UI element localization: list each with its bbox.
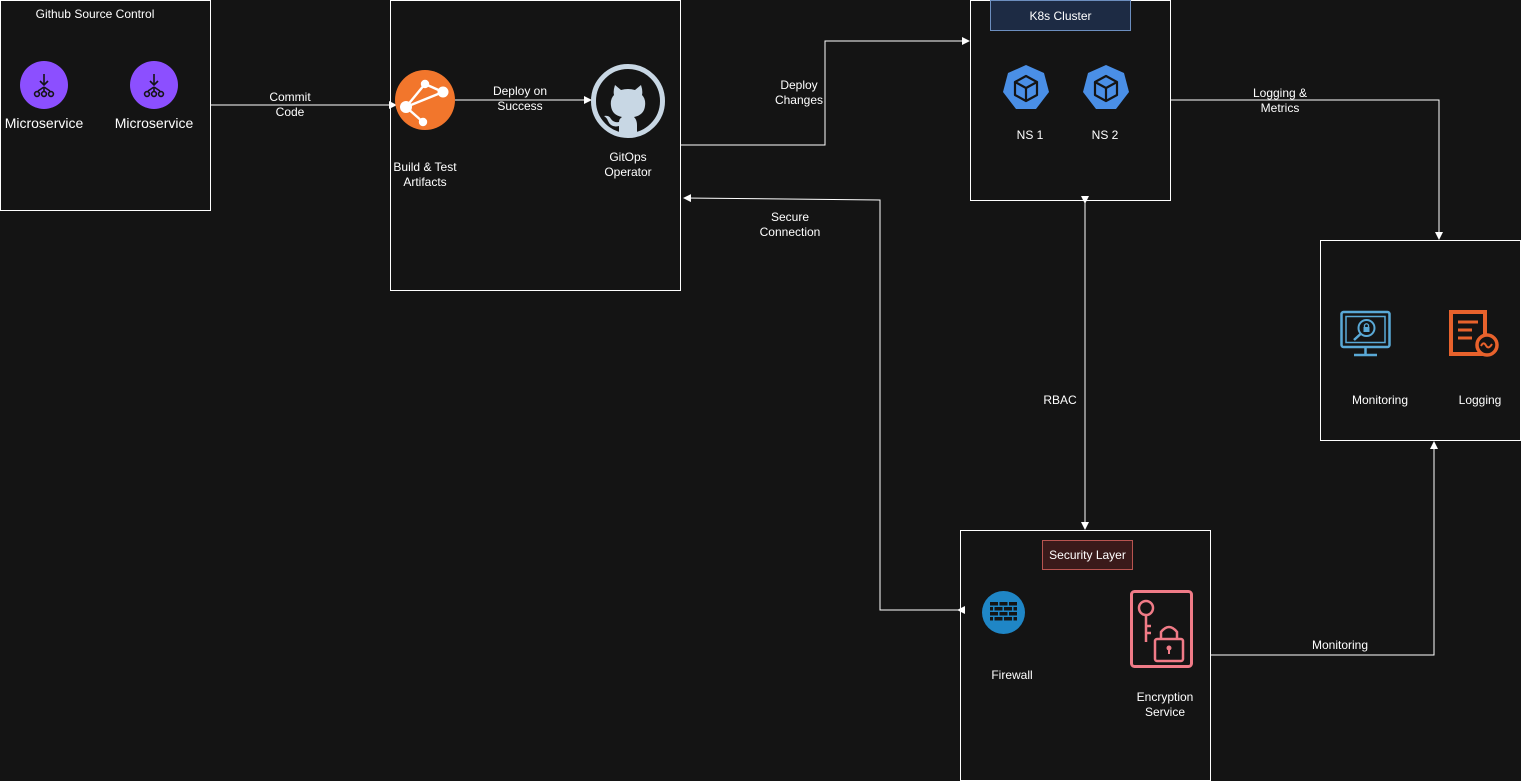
github-octocat-icon[interactable] (590, 63, 666, 144)
firewall-icon[interactable] (982, 591, 1025, 639)
edge-label-commit-code: Commit Code (269, 90, 311, 119)
edge-label-rbac: RBAC (1043, 393, 1077, 407)
build-test-label: Build & Test Artifacts (393, 160, 457, 189)
edge-label-monitoring: Monitoring (1311, 638, 1369, 652)
microservice-icon[interactable] (20, 61, 68, 114)
monitoring-screen-icon[interactable] (1340, 310, 1391, 366)
build-pipeline-icon[interactable] (395, 70, 455, 135)
ns1-label: NS 1 (1016, 128, 1044, 142)
edge-logging-metrics (1171, 99, 1443, 240)
firewall-label: Firewall (991, 668, 1033, 682)
k8s-namespace-icon[interactable] (1082, 64, 1130, 117)
logging-label: Logging (1458, 393, 1502, 407)
ns2-label: NS 2 (1091, 128, 1119, 142)
edge-label-secure-connection: Secure Connection (759, 210, 821, 239)
k8s-cluster-tag: K8s Cluster (990, 0, 1131, 31)
github-source-control-box[interactable] (0, 0, 211, 211)
microservice-icon[interactable] (130, 61, 178, 114)
monitoring-label: Monitoring (1351, 393, 1409, 407)
edge-deploy-changes (681, 37, 970, 146)
github-title: Github Source Control (35, 7, 155, 21)
gitops-operator-label: GitOps Operator (604, 150, 652, 179)
ci-pipeline-box[interactable] (390, 0, 681, 291)
edge-label-deploy-on-success: Deploy on Success (492, 84, 548, 113)
edge-label-deploy-changes: Deploy Changes (774, 78, 824, 107)
edge-monitoring (1211, 441, 1438, 656)
key-lock-icon[interactable] (1130, 590, 1193, 673)
microservice-label: Microservice (4, 115, 84, 131)
logging-document-icon[interactable] (1448, 310, 1500, 363)
edge-secure-connection (683, 194, 965, 614)
microservice-label: Microservice (114, 115, 194, 131)
security-layer-tag: Security Layer (1042, 540, 1133, 570)
edge-label-logging-metrics: Logging & Metrics (1252, 86, 1308, 115)
k8s-namespace-icon[interactable] (1002, 64, 1050, 117)
encryption-service-label: Encryption Service (1136, 690, 1194, 719)
